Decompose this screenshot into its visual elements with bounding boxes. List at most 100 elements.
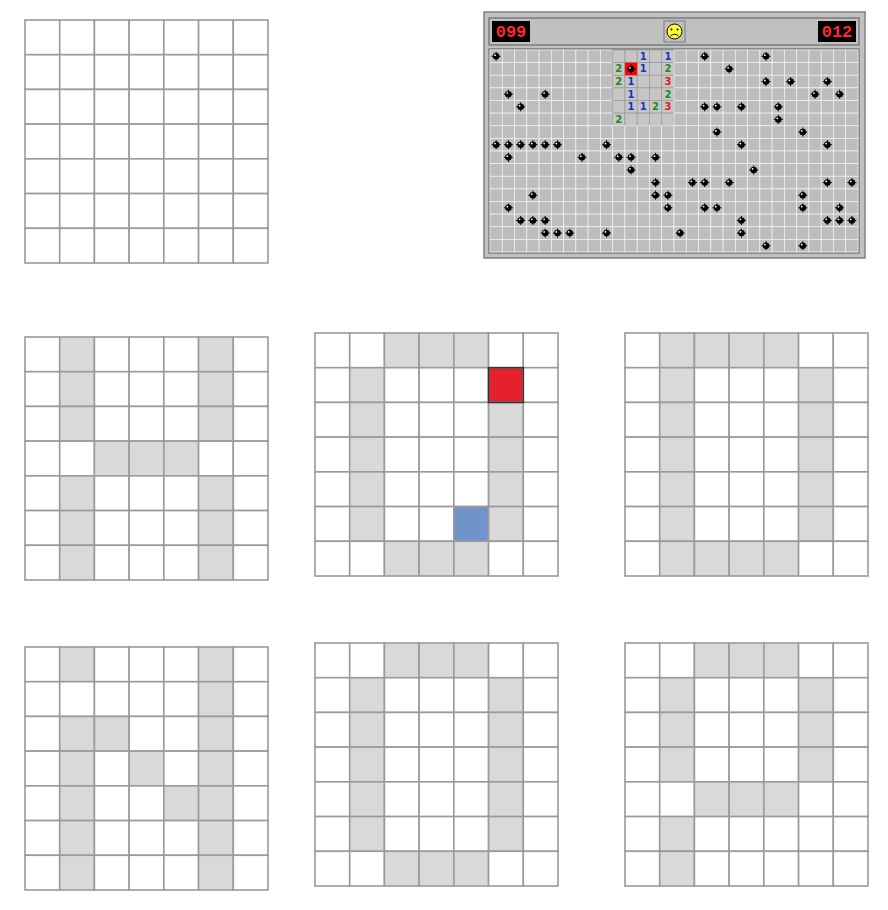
board-cell bbox=[674, 138, 686, 151]
board-cell bbox=[809, 88, 821, 101]
board-cell bbox=[760, 189, 772, 202]
grid-cell bbox=[523, 851, 558, 886]
board-cell bbox=[515, 88, 527, 101]
grid-cell bbox=[660, 333, 695, 368]
grid-cell bbox=[454, 507, 489, 542]
grid-cell bbox=[625, 747, 660, 782]
grid-cell bbox=[164, 124, 199, 159]
board-cell bbox=[551, 75, 563, 88]
grid-cell bbox=[60, 228, 95, 263]
board-cell bbox=[748, 214, 760, 227]
grid-cell bbox=[833, 402, 868, 437]
grid-cell bbox=[25, 821, 60, 856]
board-cell bbox=[515, 151, 527, 164]
board-cell bbox=[686, 176, 698, 189]
board-cell bbox=[699, 189, 711, 202]
board-cell bbox=[735, 101, 747, 114]
grid-cell bbox=[454, 817, 489, 852]
grid-cell bbox=[199, 751, 234, 786]
letter-grid bbox=[625, 333, 868, 576]
board-cell bbox=[637, 75, 649, 88]
board-cell bbox=[515, 227, 527, 240]
grid-cell bbox=[129, 55, 164, 90]
board-cell bbox=[637, 138, 649, 151]
grid-cell bbox=[764, 851, 799, 886]
grid-cell bbox=[164, 821, 199, 856]
cell-number: 3 bbox=[664, 77, 671, 87]
board-cell bbox=[748, 176, 760, 189]
board-cell bbox=[502, 101, 514, 114]
grid-cell bbox=[833, 333, 868, 368]
board-cell bbox=[539, 239, 551, 252]
cell-number: 1 bbox=[640, 102, 647, 112]
grid-cell bbox=[60, 159, 95, 194]
board-cell bbox=[490, 151, 502, 164]
face-eye bbox=[671, 29, 673, 31]
board-cell bbox=[600, 63, 612, 76]
mine-icon bbox=[700, 52, 709, 61]
board-cell bbox=[564, 101, 576, 114]
grid-cell bbox=[350, 541, 385, 576]
board-cell bbox=[637, 164, 649, 177]
board-cell bbox=[637, 202, 649, 215]
mine-icon bbox=[835, 216, 844, 225]
board-cell bbox=[846, 239, 858, 252]
grid-cell bbox=[94, 716, 129, 751]
mine-icon bbox=[823, 77, 832, 86]
grid-cell bbox=[454, 368, 489, 403]
board-cell bbox=[821, 138, 833, 151]
board-cell bbox=[539, 75, 551, 88]
board-cell bbox=[662, 75, 674, 88]
grid-cell bbox=[799, 678, 834, 713]
board-cell bbox=[613, 239, 625, 252]
board-cell bbox=[637, 189, 649, 202]
grid-cell bbox=[384, 472, 419, 507]
board-cell bbox=[588, 239, 600, 252]
board-cell bbox=[686, 214, 698, 227]
grid-cell bbox=[129, 682, 164, 717]
mine-icon bbox=[762, 77, 771, 86]
board-cell bbox=[515, 126, 527, 139]
board-cell bbox=[809, 50, 821, 63]
grid-cell bbox=[489, 782, 524, 817]
board-cell bbox=[686, 126, 698, 139]
board-cell bbox=[588, 138, 600, 151]
board-cell bbox=[564, 126, 576, 139]
grid-cell bbox=[25, 647, 60, 682]
board-cell bbox=[527, 239, 539, 252]
grid-cell bbox=[523, 678, 558, 713]
mine-icon bbox=[516, 140, 525, 149]
board-cell bbox=[649, 50, 661, 63]
board-cell bbox=[662, 151, 674, 164]
board-cell bbox=[564, 63, 576, 76]
grid-cell bbox=[625, 817, 660, 852]
board-cell bbox=[760, 113, 772, 126]
board-cell bbox=[625, 151, 637, 164]
grid-cell bbox=[233, 406, 268, 441]
grid-cell bbox=[489, 333, 524, 368]
grid-cell bbox=[419, 437, 454, 472]
board-cell bbox=[551, 126, 563, 139]
board-cell bbox=[833, 151, 845, 164]
board-cell bbox=[821, 214, 833, 227]
board-cell bbox=[821, 75, 833, 88]
board-cell bbox=[527, 113, 539, 126]
board-cell bbox=[723, 202, 735, 215]
board-cell bbox=[588, 202, 600, 215]
grid-cell bbox=[233, 20, 268, 55]
grid-cell bbox=[164, 441, 199, 476]
grid-cell bbox=[199, 441, 234, 476]
grid-cell bbox=[384, 402, 419, 437]
board-cell bbox=[502, 113, 514, 126]
board-cell bbox=[760, 63, 772, 76]
board-cell bbox=[490, 176, 502, 189]
board-cell bbox=[821, 189, 833, 202]
mine-icon bbox=[651, 178, 660, 187]
board-cell bbox=[637, 227, 649, 240]
board-cell bbox=[502, 126, 514, 139]
board-cell bbox=[625, 164, 637, 177]
grid-cell bbox=[315, 402, 350, 437]
grid-cell bbox=[25, 55, 60, 90]
mine-icon bbox=[700, 102, 709, 111]
board-cell bbox=[760, 138, 772, 151]
